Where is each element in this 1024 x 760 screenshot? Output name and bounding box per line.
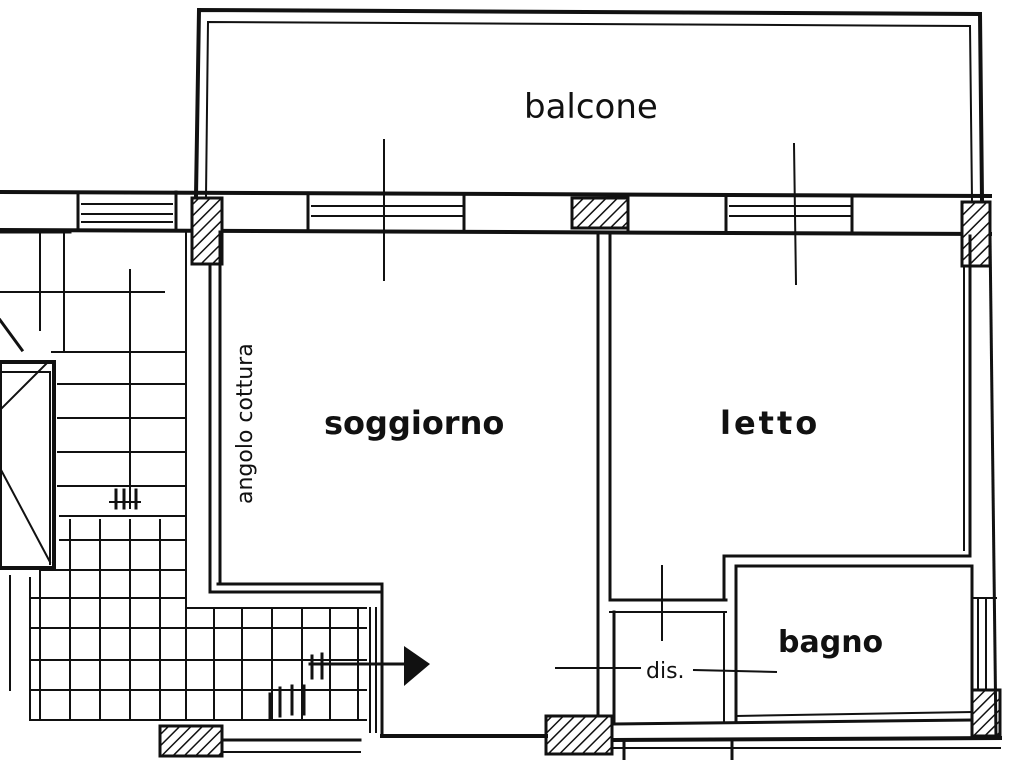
label-soggiorno: soggiorno — [324, 404, 504, 442]
balcony-outline — [193, 7, 985, 203]
label-bagno: bagno — [778, 625, 883, 660]
top-wall — [0, 189, 993, 237]
letto-bagno-walls — [611, 232, 1003, 743]
hatched-columns — [158, 196, 1002, 758]
bottom-wall — [220, 738, 1001, 760]
label-letto: letto — [720, 404, 820, 442]
label-balcone: balcone — [524, 87, 658, 127]
dimension-marks — [308, 139, 798, 680]
partition-wall — [596, 230, 728, 726]
label-dis: dis. — [646, 659, 685, 684]
label-angolo-cottura: angolo cottura — [233, 343, 258, 504]
landing-tiles — [9, 519, 367, 721]
soggiorno-walls — [208, 230, 548, 738]
stairwell — [0, 230, 187, 601]
entrance-arrow-icon — [404, 646, 430, 686]
